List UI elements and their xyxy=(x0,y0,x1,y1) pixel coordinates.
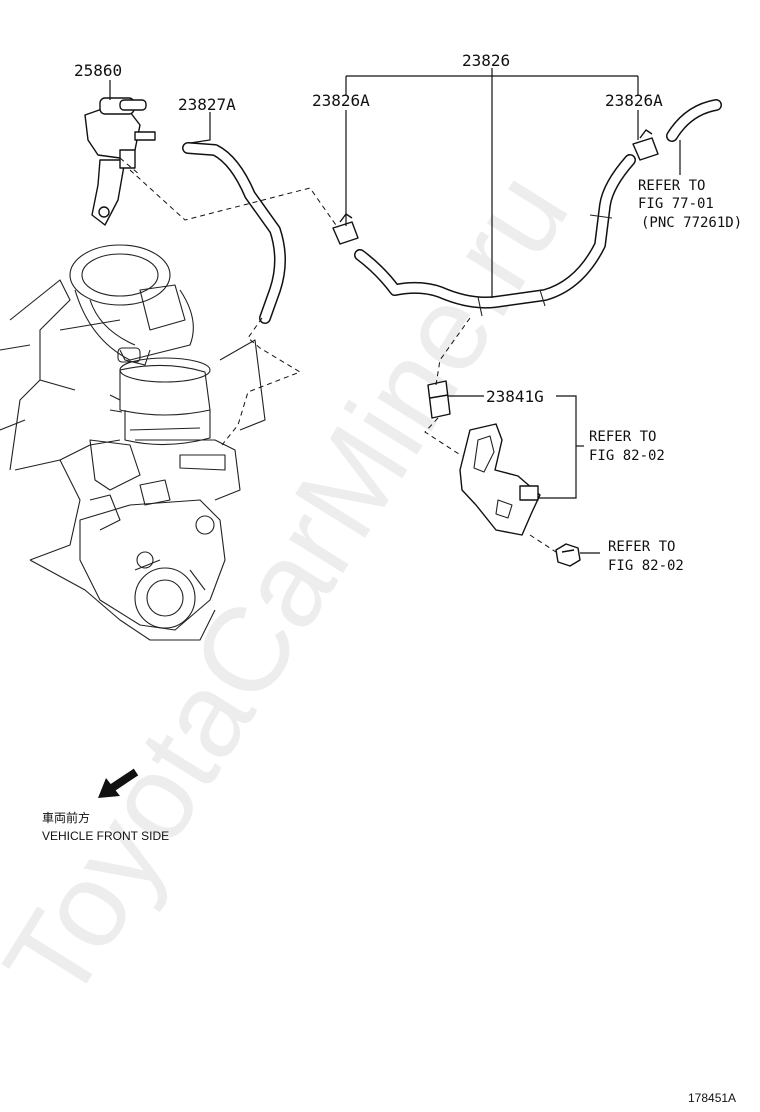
part-number-23841g: 23841G xyxy=(486,387,544,406)
clip-23841g xyxy=(427,380,451,419)
assembly-lines xyxy=(119,157,557,553)
hose-23826 xyxy=(354,154,636,317)
part-number-23827a: 23827A xyxy=(178,95,236,114)
arrow-down-left-icon xyxy=(98,768,139,798)
engine-illustration xyxy=(0,244,266,641)
vehicle-front-label-jp: 車両前方 xyxy=(42,810,90,825)
ref-bracket-line1: REFER TO xyxy=(589,429,656,445)
ref-fig-77-line1: REFER TO xyxy=(638,178,705,194)
part-number-23826a-right: 23826A xyxy=(605,91,663,110)
ref-bolt-line2: FIG 82-02 xyxy=(608,558,684,574)
ref-bolt-line1: REFER TO xyxy=(608,539,675,555)
ref-fig-77-line2: FIG 77-01 xyxy=(638,196,714,212)
vehicle-front-label-en: VEHICLE FRONT SIDE xyxy=(42,829,169,843)
watermark: ToyotaCarMine.ru xyxy=(0,150,594,1024)
vsv-valve-25860 xyxy=(84,97,156,226)
diagram-code: 178451A xyxy=(688,1091,736,1105)
hose-to-fig-77-01 xyxy=(666,99,722,142)
hose-23827a xyxy=(182,142,286,324)
part-number-23826a-left: 23826A xyxy=(312,91,370,110)
ref-bracket-line2: FIG 82-02 xyxy=(589,448,665,464)
part-number-23826: 23826 xyxy=(462,51,510,70)
bracket xyxy=(459,423,541,536)
ref-fig-77-line3: (PNC 77261D) xyxy=(641,215,742,231)
part-number-25860: 25860 xyxy=(74,61,122,80)
bolt xyxy=(555,543,581,567)
clamp-23826a-right xyxy=(632,129,659,161)
leader-lines xyxy=(109,68,681,554)
